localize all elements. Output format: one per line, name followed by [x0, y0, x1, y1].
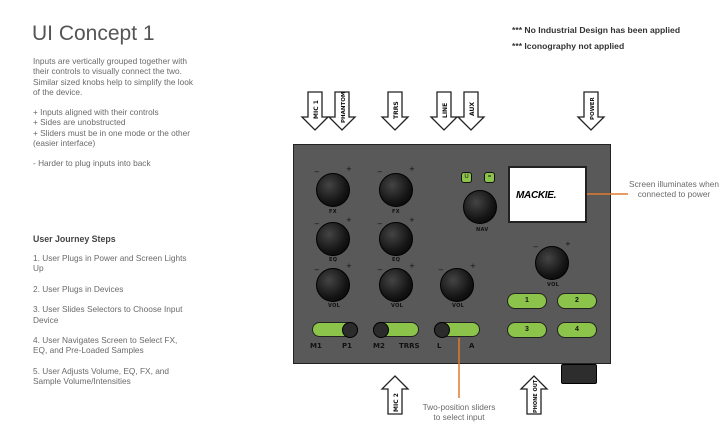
menu-button-u[interactable]: U: [461, 172, 472, 183]
disclaimer-notes: *** No Industrial Design has been applie…: [512, 23, 680, 54]
arrow-label: MIC 1: [313, 100, 320, 119]
arrow-phantom: PHANTOM: [327, 91, 357, 131]
page-title: UI Concept 1: [32, 22, 155, 45]
display-screen: MACKIE.: [508, 166, 587, 223]
knob-label: VOL: [391, 303, 404, 309]
plus-mark: +: [346, 165, 352, 173]
journey-step: 5. User Adjusts Volume, EQ, FX, and Samp…: [33, 365, 170, 387]
slider-thumb[interactable]: [434, 322, 450, 338]
journey-step: 1. User Plugs in Power and Screen Lights…: [33, 253, 187, 274]
pro-item: + Inputs aligned with their controls: [33, 107, 159, 118]
sample-pad-1[interactable]: 1: [507, 293, 547, 309]
note-item: *** No Industrial Design has been applie…: [512, 25, 681, 35]
journey-step: 2. User Plugs in Devices: [33, 283, 124, 294]
arrow-label: PHANTOM: [341, 92, 347, 123]
plus-mark: +: [565, 240, 571, 248]
arrow-label: TRRS: [393, 101, 400, 119]
slider-label-left: L: [437, 342, 442, 350]
sample-pad-2[interactable]: 2: [557, 293, 597, 309]
minus-mark: −: [314, 168, 320, 176]
fx-knob-2[interactable]: [379, 173, 413, 207]
screen-callout-text: Screen illuminates when connected to pow…: [629, 179, 719, 200]
note-item: *** Iconography not applied: [512, 40, 625, 51]
plus-mark: +: [409, 262, 415, 270]
plus-mark: +: [409, 216, 415, 224]
minus-mark: −: [377, 220, 383, 228]
eq-knob-2[interactable]: [379, 222, 413, 256]
user-journey: User Journey Steps 1. User Plugs in Powe…: [33, 234, 193, 397]
minus-mark: −: [314, 220, 320, 228]
volume-knob-3[interactable]: [440, 268, 474, 302]
minus-mark: −: [314, 266, 320, 274]
fx-knob-1[interactable]: [316, 173, 350, 207]
plus-mark: +: [346, 262, 352, 270]
slider-label-right: P1: [342, 342, 353, 350]
knob-label: VOL: [452, 303, 465, 309]
arrow-line: LINE: [429, 91, 459, 131]
input-slider-mic1-p1[interactable]: [312, 322, 358, 338]
nav-knob[interactable]: [463, 190, 497, 224]
knob-label: VOL: [547, 282, 560, 288]
knob-label: VOL: [328, 303, 341, 309]
slider-thumb[interactable]: [373, 322, 389, 338]
pros-list: + Inputs aligned with their controls + S…: [33, 107, 198, 148]
journey-step: 3. User Slides Selectors to Choose Input…: [33, 304, 183, 325]
knob-label: EQ: [329, 257, 338, 263]
main-volume-knob[interactable]: [535, 246, 569, 280]
arrow-label: POWER: [590, 96, 596, 120]
con-item: - Harder to plug inputs into back: [33, 158, 151, 169]
arrow-label: MIC 2: [393, 393, 400, 412]
arrow-label: PHONE OUT: [533, 379, 539, 413]
pro-item: + Sliders must be in one mode or the oth…: [33, 127, 191, 149]
minus-mark: −: [377, 168, 383, 176]
input-slider-mic2-trrs[interactable]: [373, 322, 419, 338]
arrow-label: LINE: [442, 103, 449, 118]
minus-mark: −: [438, 266, 444, 274]
intro-text: Inputs are vertically grouped together w…: [33, 56, 198, 179]
knob-label: FX: [392, 209, 400, 215]
arrow-power: POWER: [576, 91, 606, 131]
minus-mark: −: [533, 243, 539, 251]
menu-button-equals[interactable]: =: [484, 172, 495, 183]
slider-label-left: M2: [373, 342, 385, 350]
headphone-jack: [561, 364, 597, 384]
input-slider-line-aux[interactable]: [434, 322, 480, 338]
slider-thumb[interactable]: [342, 322, 358, 338]
knob-label: EQ: [392, 257, 401, 263]
slider-callout-text: Two-position sliders to select input: [422, 402, 496, 423]
arrow-phone-out: PHONE OUT: [519, 375, 549, 415]
journey-step: 4. User Navigates Screen to Select FX, E…: [33, 335, 178, 356]
intro-paragraph: Inputs are vertically grouped together w…: [33, 56, 194, 97]
minus-mark: −: [377, 266, 383, 274]
slider-label-right: TRRS: [399, 342, 420, 350]
plus-mark: +: [470, 262, 476, 270]
arrow-label: AUX: [469, 102, 476, 116]
cons-list: - Harder to plug inputs into back: [33, 158, 198, 168]
knob-label: FX: [329, 209, 337, 215]
slider-label-left: M1: [310, 342, 322, 350]
arrow-aux: AUX: [456, 91, 486, 131]
eq-knob-1[interactable]: [316, 222, 350, 256]
volume-knob-1[interactable]: [316, 268, 350, 302]
plus-mark: +: [346, 216, 352, 224]
slider-label-right: A: [469, 342, 475, 350]
journey-heading: User Journey Steps: [33, 234, 116, 244]
sample-pad-4[interactable]: 4: [557, 322, 597, 338]
volume-knob-2[interactable]: [379, 268, 413, 302]
pro-item: + Sides are unobstructed: [33, 117, 126, 128]
arrow-trrs: TRRS: [380, 91, 410, 131]
plus-mark: +: [409, 165, 415, 173]
knob-label: NAV: [476, 227, 489, 233]
arrow-mic-2: MIC 2: [380, 375, 410, 415]
sample-pad-3[interactable]: 3: [507, 322, 547, 338]
mackie-logo: MACKIE.: [516, 190, 557, 201]
arrow-mic-1: MIC 1: [300, 91, 330, 131]
